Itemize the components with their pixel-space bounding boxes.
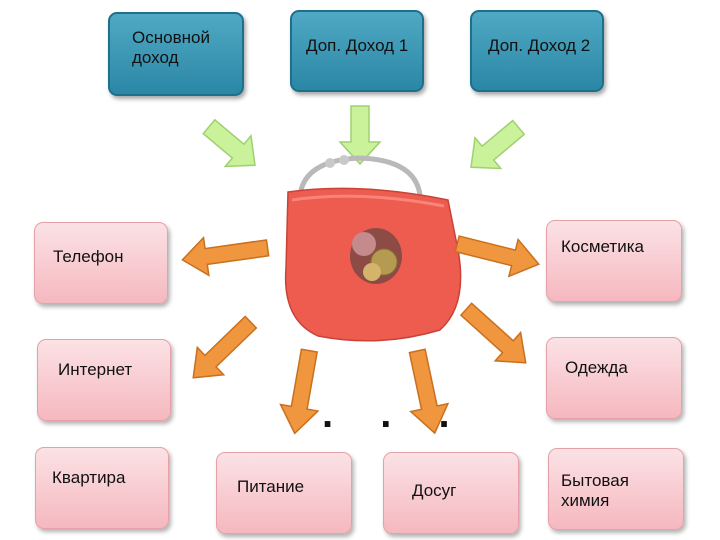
- expense-leisure-box: Досуг: [383, 452, 519, 534]
- expense-food-label: Питание: [237, 477, 305, 496]
- expense-leisure-label: Досуг: [412, 481, 457, 500]
- inflow-arrow-right: [470, 119, 526, 170]
- expense-phone-label: Телефон: [53, 247, 124, 266]
- main-income-box: Основной доход: [108, 12, 244, 96]
- inflow-arrow-left: [202, 118, 256, 168]
- expense-internet-box: Интернет: [37, 339, 171, 421]
- extra-income-2-label: Доп. Доход 2: [488, 36, 591, 55]
- outflow-arrow-food: [279, 348, 320, 435]
- expense-clothes-box: Одежда: [546, 337, 682, 419]
- expense-apartment-label: Квартира: [52, 468, 126, 487]
- expense-apartment-box: Квартира: [35, 447, 169, 529]
- expense-cosmetics-label: Косметика: [561, 237, 644, 256]
- expense-phone-box: Телефон: [34, 222, 168, 304]
- extra-income-1-label: Доп. Доход 1: [306, 36, 409, 55]
- extra-income-2-box: Доп. Доход 2: [470, 10, 604, 92]
- wallet-illustration: [284, 155, 462, 342]
- outflow-arrow-phone: [181, 236, 270, 277]
- expense-cosmetics-box: Косметика: [546, 220, 682, 302]
- inflow-arrow-center: [338, 105, 382, 166]
- outflow-arrow-cosmetics: [454, 235, 540, 278]
- ellipsis-text: . . .: [322, 392, 468, 436]
- main-income-label: Основной доход: [132, 28, 210, 67]
- extra-income-1-box: Доп. Доход 1: [290, 10, 424, 92]
- expense-household-box: Бытовая химия: [548, 448, 684, 530]
- expense-clothes-label: Одежда: [565, 358, 628, 377]
- outflow-arrow-leisure: [408, 348, 450, 435]
- expense-food-box: Питание: [216, 452, 352, 534]
- expense-household-label: Бытовая химия: [561, 471, 629, 510]
- outflow-arrow-internet: [192, 315, 258, 379]
- expense-internet-label: Интернет: [58, 360, 133, 379]
- outflow-arrow-clothes: [459, 302, 527, 364]
